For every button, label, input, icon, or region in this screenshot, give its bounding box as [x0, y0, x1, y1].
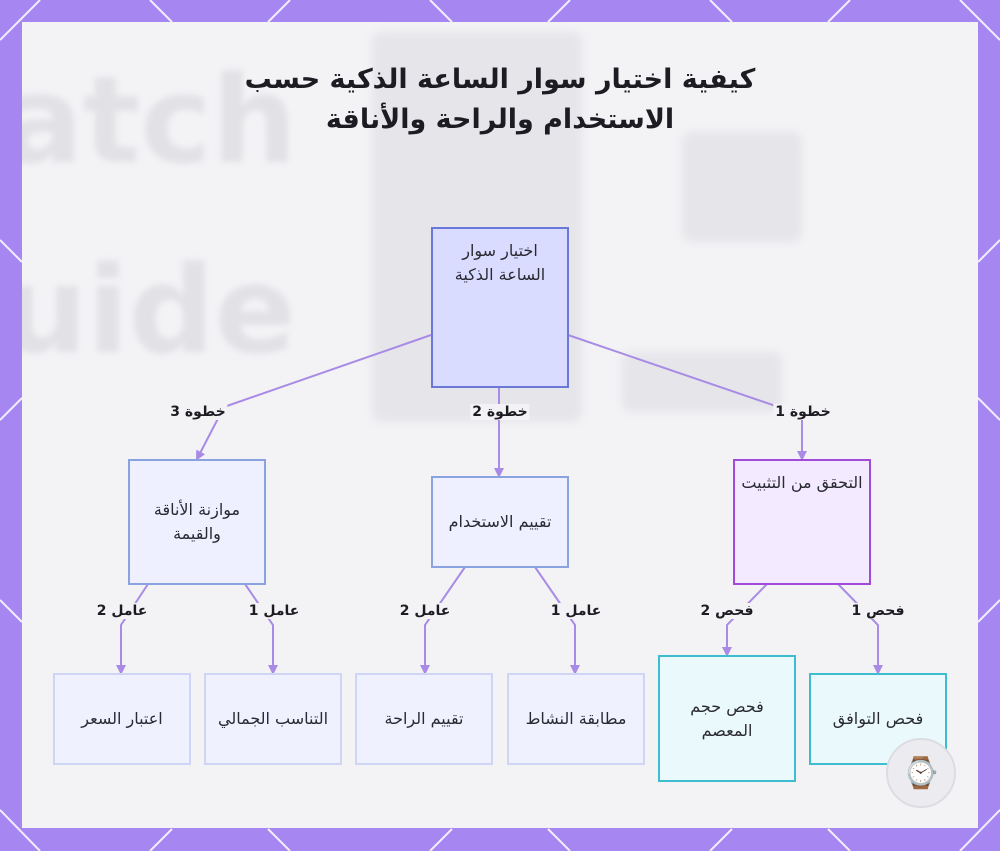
node-compatibility: فحص التوافق: [809, 673, 947, 765]
edge-label-factor-2-b: عامل 2: [397, 603, 453, 619]
edge-label-step-2: خطوة 2: [470, 404, 530, 420]
edge-label-check-1: فحص 1: [849, 603, 907, 619]
node-aesthetic: التناسب الجمالي: [204, 673, 342, 765]
edge-step3-factor1: [244, 583, 278, 675]
background-text-1: atch: [22, 52, 297, 191]
edge-label-factor-1-b: عامل 1: [548, 603, 604, 619]
node-price: اعتبار السعر: [53, 673, 191, 765]
node-step-1: التحقق من التثبيت: [733, 459, 871, 585]
edge-step3-factor2: [116, 583, 149, 675]
watch-icon: ⌚: [886, 738, 956, 808]
edge-step1-check2: [722, 583, 768, 657]
node-comfort: تقييم الراحة: [355, 673, 493, 765]
node-wrist-size: فحص حجم المعصم: [658, 655, 796, 782]
edge-label-factor-1-a: عامل 1: [246, 603, 302, 619]
background-text-2: uide: [22, 242, 296, 381]
node-root: اختيار سوار الساعة الذكية: [431, 227, 569, 388]
edge-label-factor-2-a: عامل 2: [94, 603, 150, 619]
edge-step2-factor2: [420, 566, 466, 675]
background-watch-face: [682, 132, 802, 242]
edge-root-step3: [196, 334, 432, 461]
edge-root-step1: [567, 334, 807, 461]
edge-label-step-3: خطوة 3: [168, 404, 228, 420]
node-step-2: تقييم الاستخدام: [431, 476, 569, 568]
edge-label-step-1: خطوة 1: [773, 404, 833, 420]
node-step-3: موازنة الأناقة والقيمة: [128, 459, 266, 585]
edge-label-check-2: فحص 2: [698, 603, 756, 619]
node-activity: مطابقة النشاط: [507, 673, 645, 765]
diagram-title: كيفية اختيار سوار الساعة الذكية حسب الاس…: [244, 64, 756, 135]
edge-step2-factor1: [534, 566, 580, 675]
edge-step1-check1: [837, 583, 883, 675]
